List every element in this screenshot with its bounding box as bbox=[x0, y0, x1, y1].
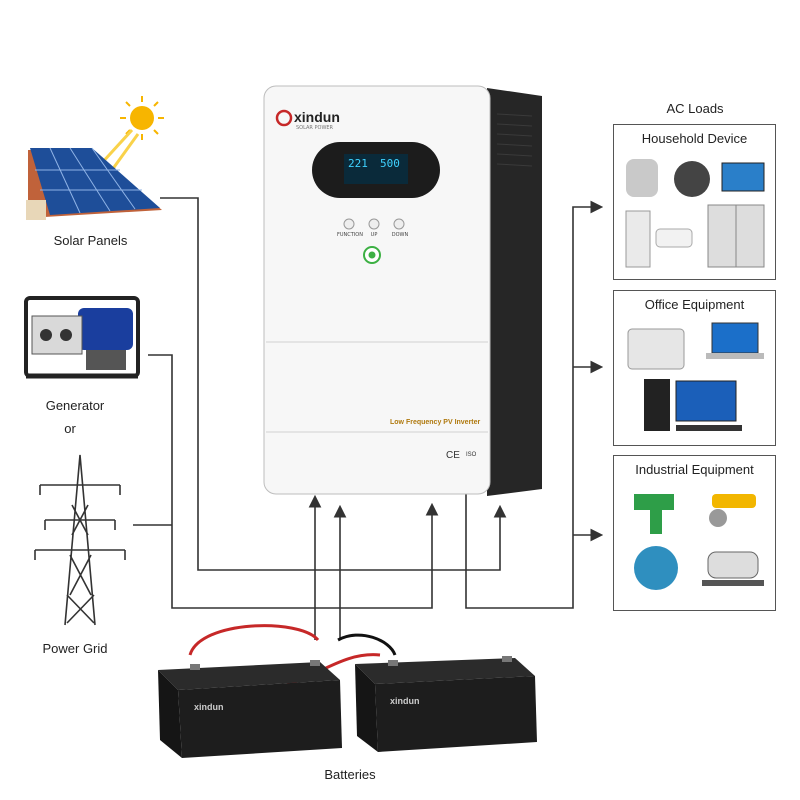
industrial-equipment-icon bbox=[634, 494, 764, 590]
transmission-tower-icon bbox=[34, 454, 126, 626]
ce-mark: CE bbox=[446, 450, 460, 461]
office-equipment-panel: Office Equipment bbox=[613, 290, 776, 446]
solar-icon bbox=[26, 96, 164, 220]
inverter-brand-sub: SOLAR POWER bbox=[296, 125, 334, 131]
household-device-panel: Household Device bbox=[613, 124, 776, 280]
solar-panels-label: Solar Panels bbox=[53, 233, 128, 248]
inverter-brand: xindun bbox=[294, 109, 340, 125]
down-button-label: DOWN bbox=[391, 232, 409, 238]
inverter-model-label: Low Frequency PV Inverter bbox=[390, 419, 481, 426]
battery-1-brand: xindun bbox=[194, 702, 224, 712]
output-wire bbox=[465, 200, 604, 609]
industrial-equipment-panel: Industrial Equipment bbox=[613, 455, 776, 611]
power-grid-label: Power Grid bbox=[42, 641, 108, 656]
batteries-label: Batteries bbox=[324, 767, 376, 782]
function-button-label: FUNCTION bbox=[337, 232, 363, 238]
batteries-icon bbox=[158, 656, 537, 758]
generator-illustration bbox=[18, 290, 143, 385]
generator-icon bbox=[24, 296, 140, 379]
generator-wire bbox=[148, 354, 439, 609]
inverter-unit: xindun SOLAR POWER 221 500 FUNCTION UP D… bbox=[262, 84, 546, 496]
household-device-title: Household Device bbox=[641, 131, 748, 146]
office-equipment-icon bbox=[627, 322, 764, 431]
industrial-equipment-title: Industrial Equipment bbox=[635, 462, 754, 477]
or-label: or bbox=[64, 421, 76, 436]
solar-panel-illustration bbox=[20, 90, 170, 225]
battery-red-cable bbox=[188, 624, 320, 656]
up-button-label: UP bbox=[370, 232, 378, 238]
generator-label: Generator bbox=[45, 398, 105, 413]
office-equipment-title: Office Equipment bbox=[644, 297, 745, 312]
power-grid-illustration bbox=[25, 445, 135, 630]
household-appliances-icon bbox=[625, 159, 765, 268]
battery-black-cable bbox=[337, 633, 397, 656]
ac-loads-title: AC Loads bbox=[666, 101, 724, 116]
iso-mark: ISO bbox=[466, 452, 477, 458]
display-right-value: 500 bbox=[380, 157, 400, 170]
display-left-value: 221 bbox=[348, 157, 368, 170]
battery-2-brand: xindun bbox=[390, 696, 420, 706]
inverter-body bbox=[263, 85, 542, 496]
battery-bank: xindun xindun bbox=[150, 640, 540, 760]
solar-wire bbox=[160, 197, 507, 571]
